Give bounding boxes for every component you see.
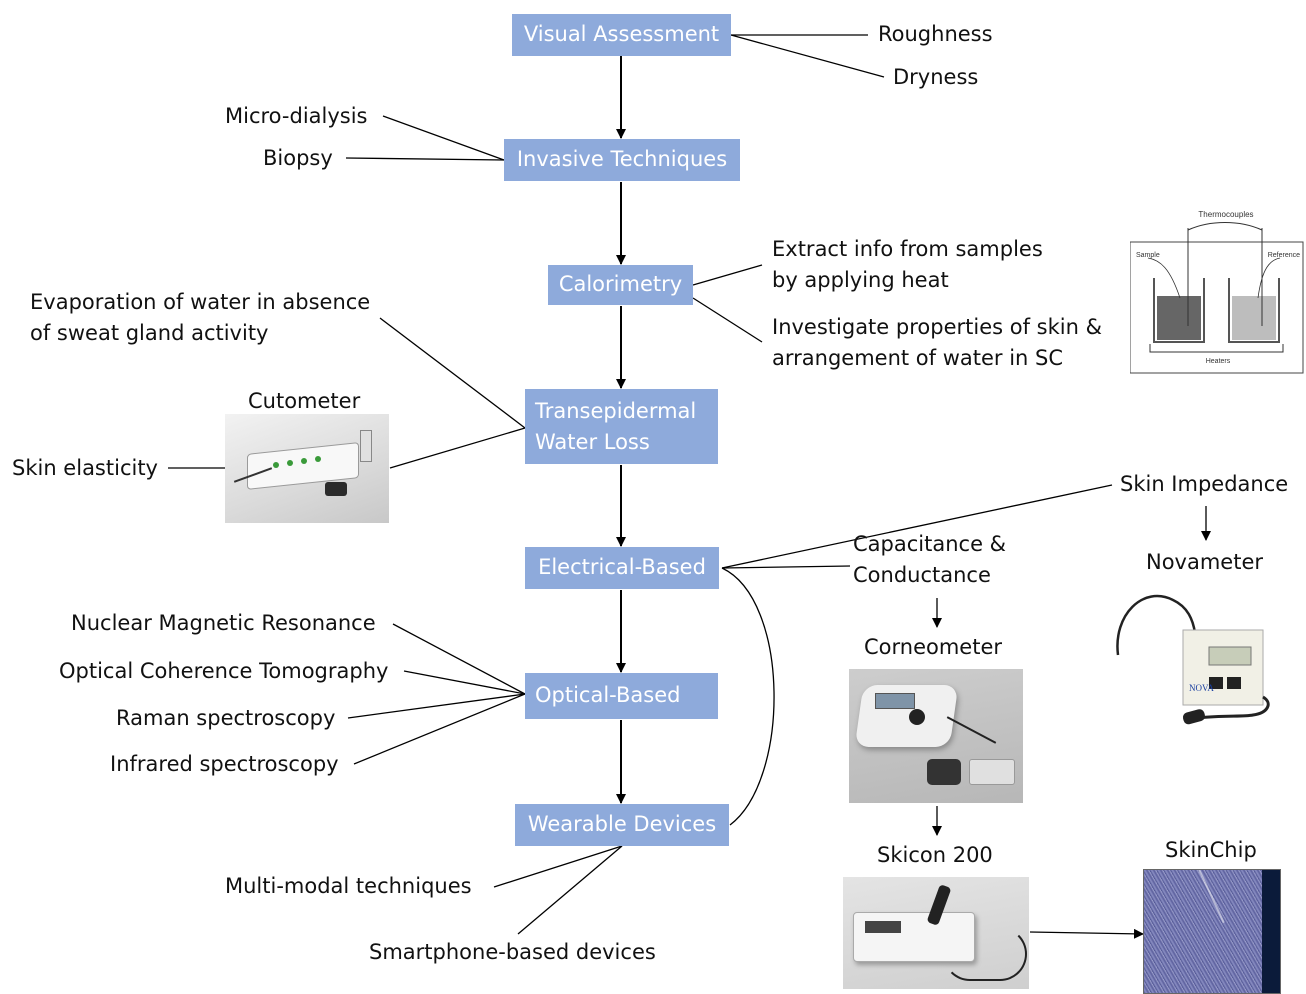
stage-calorimetry: Calorimetry [548, 265, 693, 305]
arrow-skicon-skinchip [1029, 928, 1144, 939]
novameter-brand-text: NOVA [1189, 683, 1214, 693]
line-infrared-optical [353, 693, 526, 765]
line-nmr-optical [392, 623, 526, 695]
line-evaporation-tewl [379, 317, 526, 429]
line-oct-optical [403, 670, 526, 695]
line-calorimetry-investigate [692, 297, 763, 343]
line-visual-dryness [730, 34, 885, 78]
label-infrared-spectroscopy: Infrared spectroscopy [110, 752, 339, 776]
label-investigate-properties: Investigate properties of skin & arrange… [772, 315, 1102, 370]
label-corneometer: Corneometer [864, 635, 1003, 659]
curve-wearable-electrical [721, 567, 775, 826]
stage-transepidermal-water-loss: Transepidermal Water Loss [525, 389, 718, 464]
label-skin-impedance: Skin Impedance [1120, 472, 1289, 496]
line-capacitance-electrical [721, 565, 851, 569]
label-nuclear-magnetic-resonance: Nuclear Magnetic Resonance [71, 611, 376, 635]
line-biopsy-invasive [345, 157, 505, 161]
skinchip-image [1143, 869, 1281, 994]
label-capacitance-conductance: Capacitance & Conductance [853, 532, 1007, 587]
label-biopsy: Biopsy [263, 146, 333, 170]
label-smartphone-based-devices: Smartphone-based devices [369, 940, 656, 964]
line-impedance-electrical [721, 484, 1113, 569]
label-raman-spectroscopy: Raman spectroscopy [116, 706, 336, 730]
corneometer-photo [849, 669, 1023, 803]
stage-visual-assessment: Visual Assessment [512, 14, 731, 56]
calorimeter-label-sample: Sample [1136, 252, 1160, 259]
label-roughness: Roughness [878, 22, 993, 46]
stage-electrical-based: Electrical-Based [525, 547, 719, 589]
stage-invasive-techniques: Invasive Techniques [504, 139, 740, 181]
line-wearable-multimodal [493, 845, 623, 888]
line-microdialysis-invasive [382, 115, 505, 161]
skicon-200-photo [843, 877, 1029, 989]
label-skin-elasticity: Skin elasticity [12, 456, 158, 480]
stage-wearable-devices: Wearable Devices [515, 804, 729, 846]
novameter-photo: NOVA [1113, 585, 1278, 735]
calorimeter-label-reference: Reference [1268, 252, 1300, 259]
label-multi-modal-techniques: Multi-modal techniques [225, 874, 472, 898]
label-skinchip: SkinChip [1165, 838, 1257, 862]
calorimeter-figure: Thermocouples Sample Reference Heaters [1130, 208, 1304, 374]
label-micro-dialysis: Micro-dialysis [225, 104, 368, 128]
line-raman-optical [347, 693, 526, 719]
line-cutometer-tewl [389, 427, 526, 469]
label-novameter: Novameter [1146, 550, 1264, 574]
label-evaporation-of-water: Evaporation of water in absence of sweat… [30, 290, 371, 345]
cutometer-photo [225, 414, 389, 523]
line-wearable-smartphone [517, 845, 623, 935]
label-cutometer: Cutometer [248, 389, 361, 413]
line-calorimetry-extract [692, 264, 763, 286]
calorimeter-label-thermocouples: Thermocouples [1198, 210, 1253, 219]
calorimeter-label-heaters: Heaters [1206, 358, 1231, 365]
label-extract-info: Extract info from samples by applying he… [772, 237, 1043, 292]
label-optical-coherence-tomography: Optical Coherence Tomography [59, 659, 389, 683]
stage-optical-based: Optical-Based [525, 673, 718, 719]
label-skicon-200: Skicon 200 [877, 843, 993, 867]
label-dryness: Dryness [893, 65, 979, 89]
